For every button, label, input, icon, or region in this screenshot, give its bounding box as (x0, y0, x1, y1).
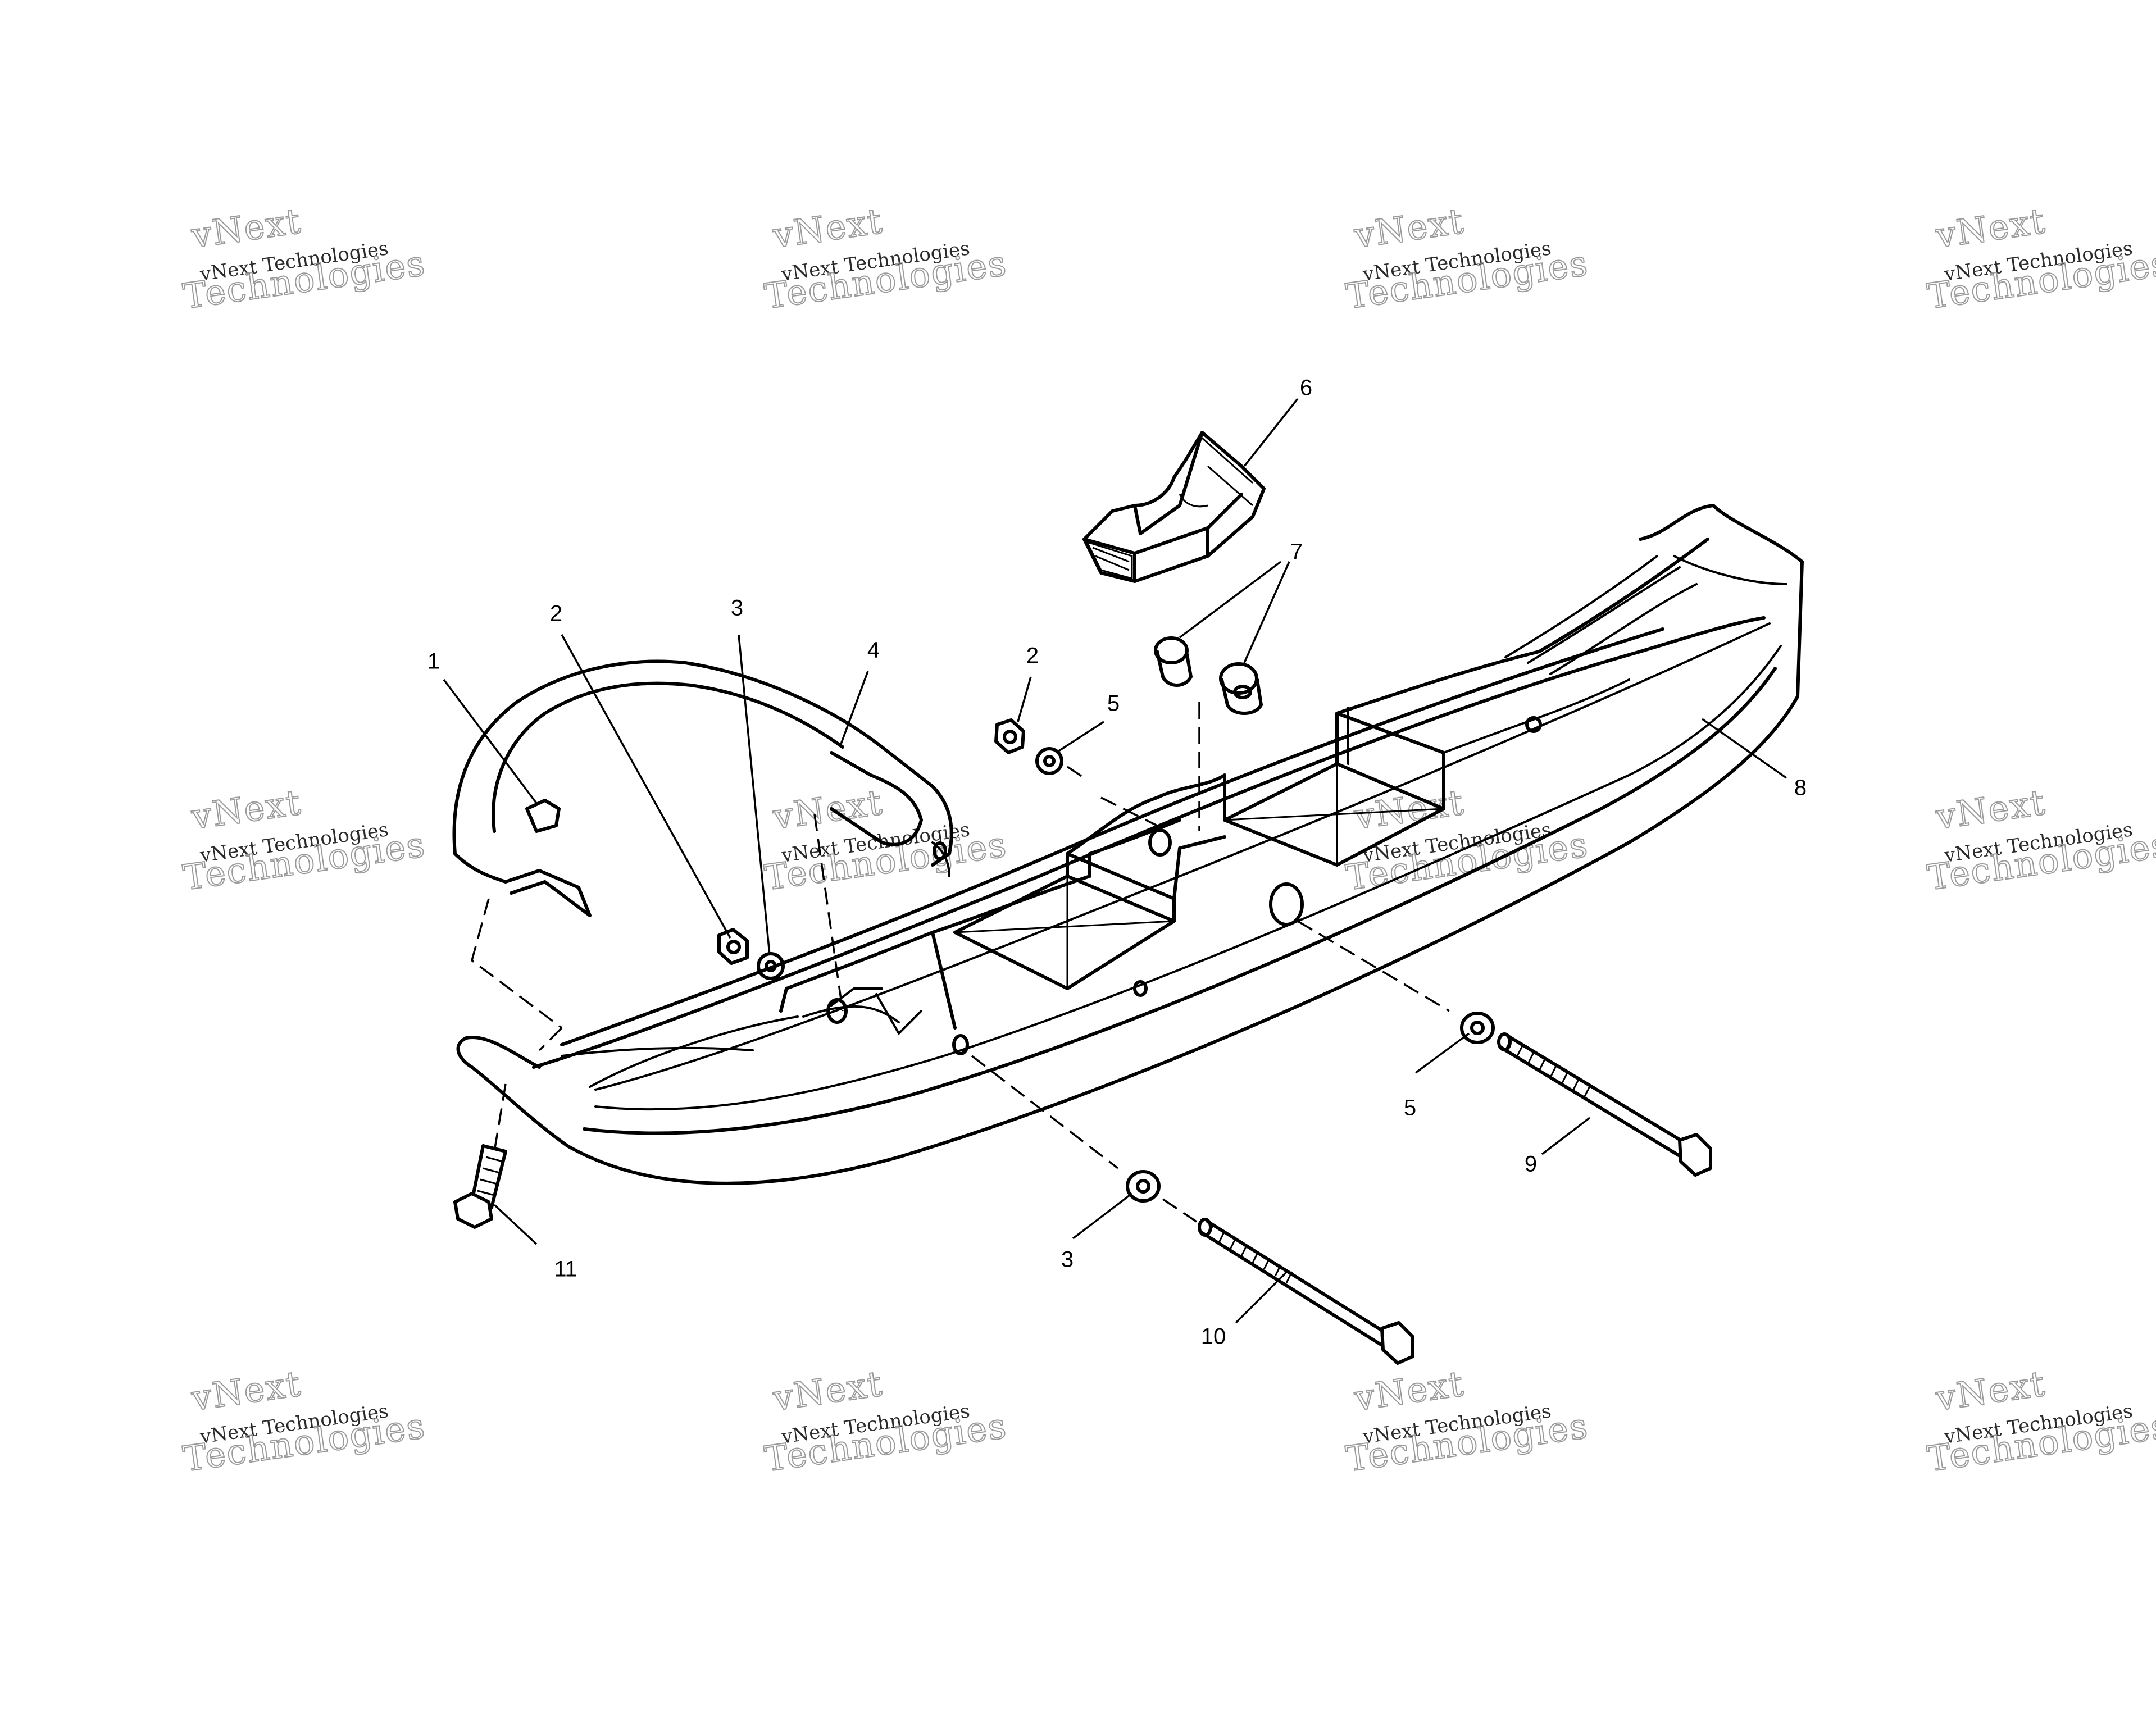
callout-10: 10 (1201, 1324, 1226, 1349)
callout-5-upper: 5 (1107, 691, 1120, 716)
callout-8: 8 (1794, 776, 1807, 800)
carbide-stud (453, 1083, 507, 1229)
callout-3-lower: 3 (1061, 1247, 1074, 1272)
callout-7: 7 (1290, 540, 1303, 564)
callout-2-left: 2 (550, 602, 562, 626)
upper-nut-and-washer (994, 718, 1158, 827)
bushings (1154, 636, 1263, 831)
watermark-vnext: vNext (1352, 781, 1467, 837)
watermark-vnext: vNext (770, 781, 885, 837)
callout-11: 11 (554, 1257, 577, 1282)
leader-lines (443, 398, 1787, 1324)
callout-9: 9 (1525, 1152, 1537, 1177)
callout-4: 4 (867, 638, 880, 663)
ski-saddle (1082, 431, 1266, 583)
callout-2-right: 2 (1026, 644, 1039, 668)
callout-3-upper: 3 (731, 596, 743, 621)
skid-wear-bar (452, 659, 953, 1051)
watermark-vnext: vNext (1933, 200, 2048, 256)
bolt-10-and-washer (971, 1055, 1414, 1365)
ski-body (456, 504, 1804, 1185)
watermark-vnext: vNext (1933, 1363, 2048, 1419)
watermark-vnext: vNext (770, 200, 885, 256)
callout-6: 6 (1300, 376, 1312, 400)
watermark-vnext: vNext (189, 781, 304, 837)
callout-labels: 1 2 3 4 2 5 6 7 8 5 9 3 10 11 (427, 376, 1807, 1349)
watermark-vnext: vNext (1352, 1363, 1467, 1419)
watermark-vnext: vNext (189, 1363, 304, 1419)
bolt-9-and-washer (1297, 920, 1712, 1177)
watermark-vnext: vNext (1352, 200, 1467, 256)
callout-5-lower: 5 (1404, 1096, 1416, 1121)
watermark-vnext: vNext (770, 1363, 885, 1419)
watermark-vnext: vNext (189, 200, 304, 256)
callout-1: 1 (427, 649, 440, 674)
watermark-vnext: vNext (1933, 781, 2048, 837)
left-nut-and-washer (717, 928, 785, 980)
